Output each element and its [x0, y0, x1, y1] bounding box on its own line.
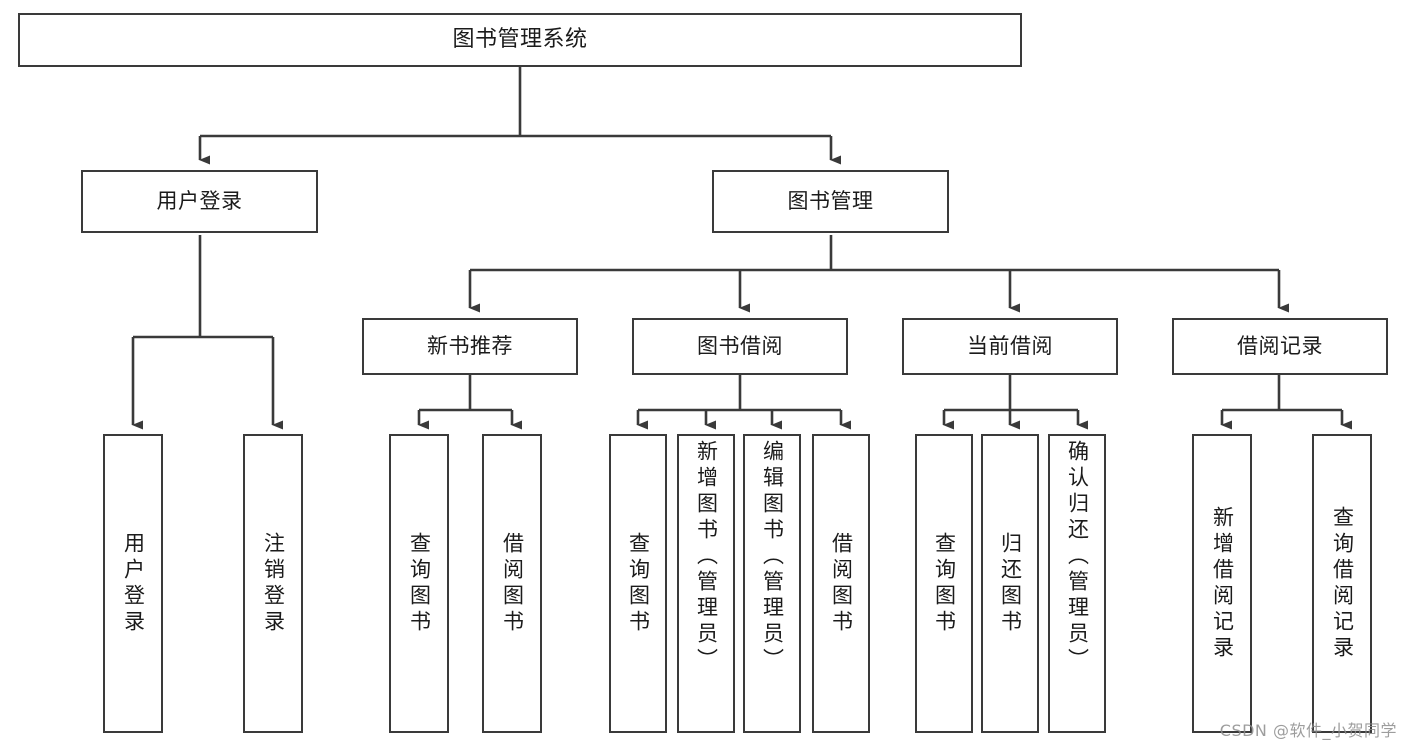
node-leaf-user-login[interactable]: 用户登录 [103, 434, 163, 733]
node-label: 注销登录 [261, 531, 286, 636]
node-label: 新书推荐 [427, 333, 513, 358]
node-label: 借阅图书 [500, 531, 525, 636]
node-book-borrow[interactable]: 图书借阅 [632, 318, 848, 375]
node-leaf-edit-book-admin[interactable]: 编辑图书（管理员） [743, 434, 801, 733]
node-label: 借阅图书 [829, 531, 854, 636]
node-leaf-return-book[interactable]: 归还图书 [981, 434, 1039, 733]
node-label: 图书借阅 [697, 333, 783, 358]
node-label: 新增图书（管理员） [694, 440, 719, 674]
node-label: 确认归还（管理员） [1065, 440, 1090, 674]
node-label: 借阅记录 [1237, 333, 1323, 358]
node-leaf-query-book-2[interactable]: 查询图书 [609, 434, 667, 733]
node-label: 新增借阅记录 [1210, 505, 1235, 662]
node-book-management[interactable]: 图书管理 [712, 170, 949, 233]
node-leaf-logout-login[interactable]: 注销登录 [243, 434, 303, 733]
node-leaf-add-book-admin[interactable]: 新增图书（管理员） [677, 434, 735, 733]
node-leaf-query-book-3[interactable]: 查询图书 [915, 434, 973, 733]
node-label: 图书管理系统 [452, 26, 588, 52]
node-leaf-borrow-book-1[interactable]: 借阅图书 [482, 434, 542, 733]
node-label: 编辑图书（管理员） [760, 440, 785, 674]
node-label: 当前借阅 [967, 333, 1053, 358]
node-label: 用户登录 [156, 188, 243, 213]
node-leaf-query-book-1[interactable]: 查询图书 [389, 434, 449, 733]
node-user-login[interactable]: 用户登录 [81, 170, 318, 233]
node-leaf-confirm-return-admin[interactable]: 确认归还（管理员） [1048, 434, 1106, 733]
node-label: 查询借阅记录 [1330, 505, 1355, 662]
node-label: 归还图书 [998, 531, 1023, 636]
node-leaf-borrow-book-2[interactable]: 借阅图书 [812, 434, 870, 733]
node-label: 查询图书 [626, 531, 651, 636]
node-borrow-record[interactable]: 借阅记录 [1172, 318, 1388, 375]
csdn-watermark: CSDN @软件_小贺同学 [1219, 721, 1397, 740]
node-book-management-system[interactable]: 图书管理系统 [18, 13, 1022, 67]
node-label: 图书管理 [787, 188, 874, 213]
node-new-book-recommend[interactable]: 新书推荐 [362, 318, 578, 375]
node-label: 查询图书 [407, 531, 432, 636]
node-leaf-add-borrow-record[interactable]: 新增借阅记录 [1192, 434, 1252, 733]
node-leaf-query-borrow-record[interactable]: 查询借阅记录 [1312, 434, 1372, 733]
node-label: 用户登录 [121, 531, 146, 636]
node-label: 查询图书 [932, 531, 957, 636]
node-current-borrow[interactable]: 当前借阅 [902, 318, 1118, 375]
